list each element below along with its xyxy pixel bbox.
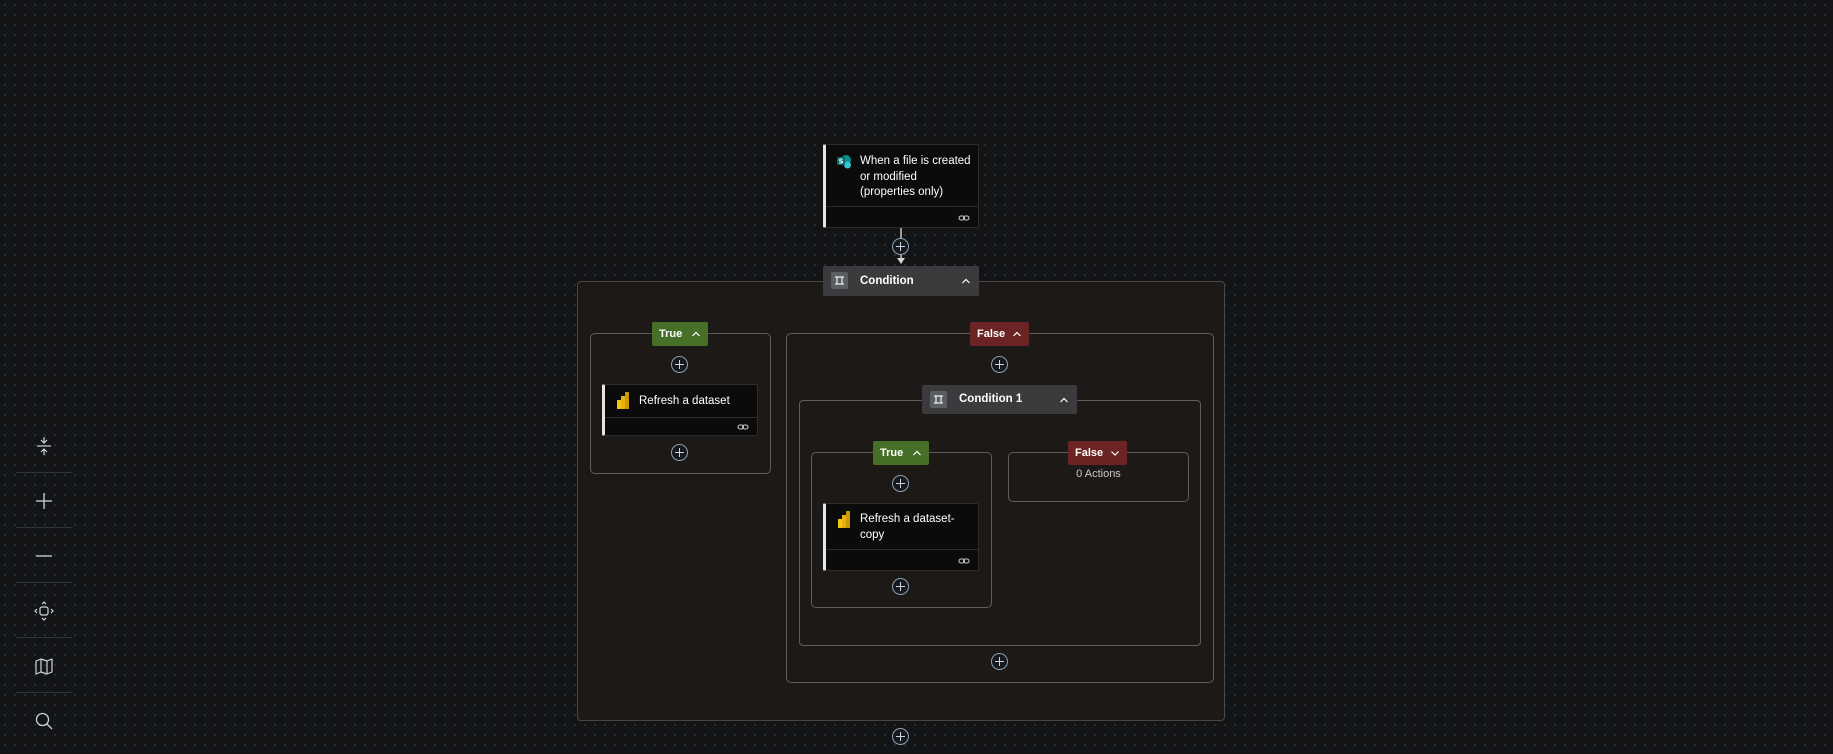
condition1-true-badge[interactable]: True bbox=[873, 441, 929, 465]
condition-header[interactable]: Condition bbox=[823, 266, 979, 296]
add-action-button[interactable] bbox=[671, 356, 688, 373]
zoom-out-icon bbox=[36, 555, 52, 557]
add-action-button[interactable] bbox=[892, 475, 909, 492]
refresh-dataset-copy-card[interactable]: Refresh a dataset- copy bbox=[823, 503, 979, 571]
trigger-title: When a file is created or modified (prop… bbox=[860, 155, 971, 198]
link-icon[interactable] bbox=[958, 212, 970, 224]
refresh-dataset-copy-title: Refresh a dataset- copy bbox=[860, 513, 955, 541]
false-label: False bbox=[1075, 447, 1104, 459]
false-branch-badge[interactable]: False bbox=[970, 322, 1029, 346]
svg-text:S: S bbox=[838, 158, 843, 166]
false-label: False bbox=[977, 328, 1006, 340]
chevron-up-icon[interactable] bbox=[1059, 395, 1069, 405]
sharepoint-icon: S bbox=[836, 154, 852, 170]
powerbi-icon bbox=[615, 392, 631, 409]
condition-icon bbox=[930, 391, 947, 408]
condition1-false-badge[interactable]: False bbox=[1068, 441, 1127, 465]
chevron-up-icon[interactable] bbox=[912, 448, 922, 458]
trigger-card[interactable]: S When a file is created or modified (pr… bbox=[823, 144, 979, 228]
true-label: True bbox=[659, 328, 683, 340]
add-action-button[interactable] bbox=[671, 444, 688, 461]
search-button[interactable] bbox=[16, 694, 72, 748]
condition-icon bbox=[831, 272, 848, 289]
chevron-up-icon[interactable] bbox=[961, 276, 971, 286]
true-label: True bbox=[880, 447, 904, 459]
minimap-button[interactable] bbox=[16, 639, 72, 693]
add-action-button[interactable] bbox=[892, 578, 909, 595]
fit-view-button[interactable] bbox=[16, 584, 72, 638]
zoom-out-button[interactable] bbox=[16, 529, 72, 583]
minimap-icon bbox=[35, 658, 53, 675]
powerbi-icon bbox=[836, 511, 852, 529]
condition-label: Condition bbox=[860, 275, 914, 287]
search-icon bbox=[35, 712, 53, 730]
link-icon[interactable] bbox=[958, 555, 970, 567]
true-branch-badge[interactable]: True bbox=[652, 322, 708, 346]
empty-actions-text: 0 Actions bbox=[1076, 468, 1121, 480]
add-action-button[interactable] bbox=[892, 238, 909, 255]
condition1-label: Condition 1 bbox=[959, 393, 1023, 405]
chevron-up-icon[interactable] bbox=[1012, 329, 1022, 339]
refresh-dataset-card[interactable]: Refresh a dataset bbox=[602, 384, 758, 436]
chevron-down-icon[interactable] bbox=[1110, 448, 1120, 458]
zoom-in-icon bbox=[36, 493, 52, 509]
chevron-up-icon[interactable] bbox=[691, 329, 701, 339]
add-action-button[interactable] bbox=[991, 356, 1008, 373]
zoom-in-button[interactable] bbox=[16, 474, 72, 528]
expand-collapse-button[interactable] bbox=[16, 419, 72, 473]
condition1-header[interactable]: Condition 1 bbox=[922, 385, 1077, 414]
fit-view-icon bbox=[34, 601, 54, 621]
add-action-button[interactable] bbox=[991, 653, 1008, 670]
refresh-dataset-title: Refresh a dataset bbox=[639, 395, 730, 407]
link-icon[interactable] bbox=[737, 421, 749, 433]
add-action-button[interactable] bbox=[892, 728, 909, 745]
expand-collapse-icon bbox=[37, 437, 51, 455]
